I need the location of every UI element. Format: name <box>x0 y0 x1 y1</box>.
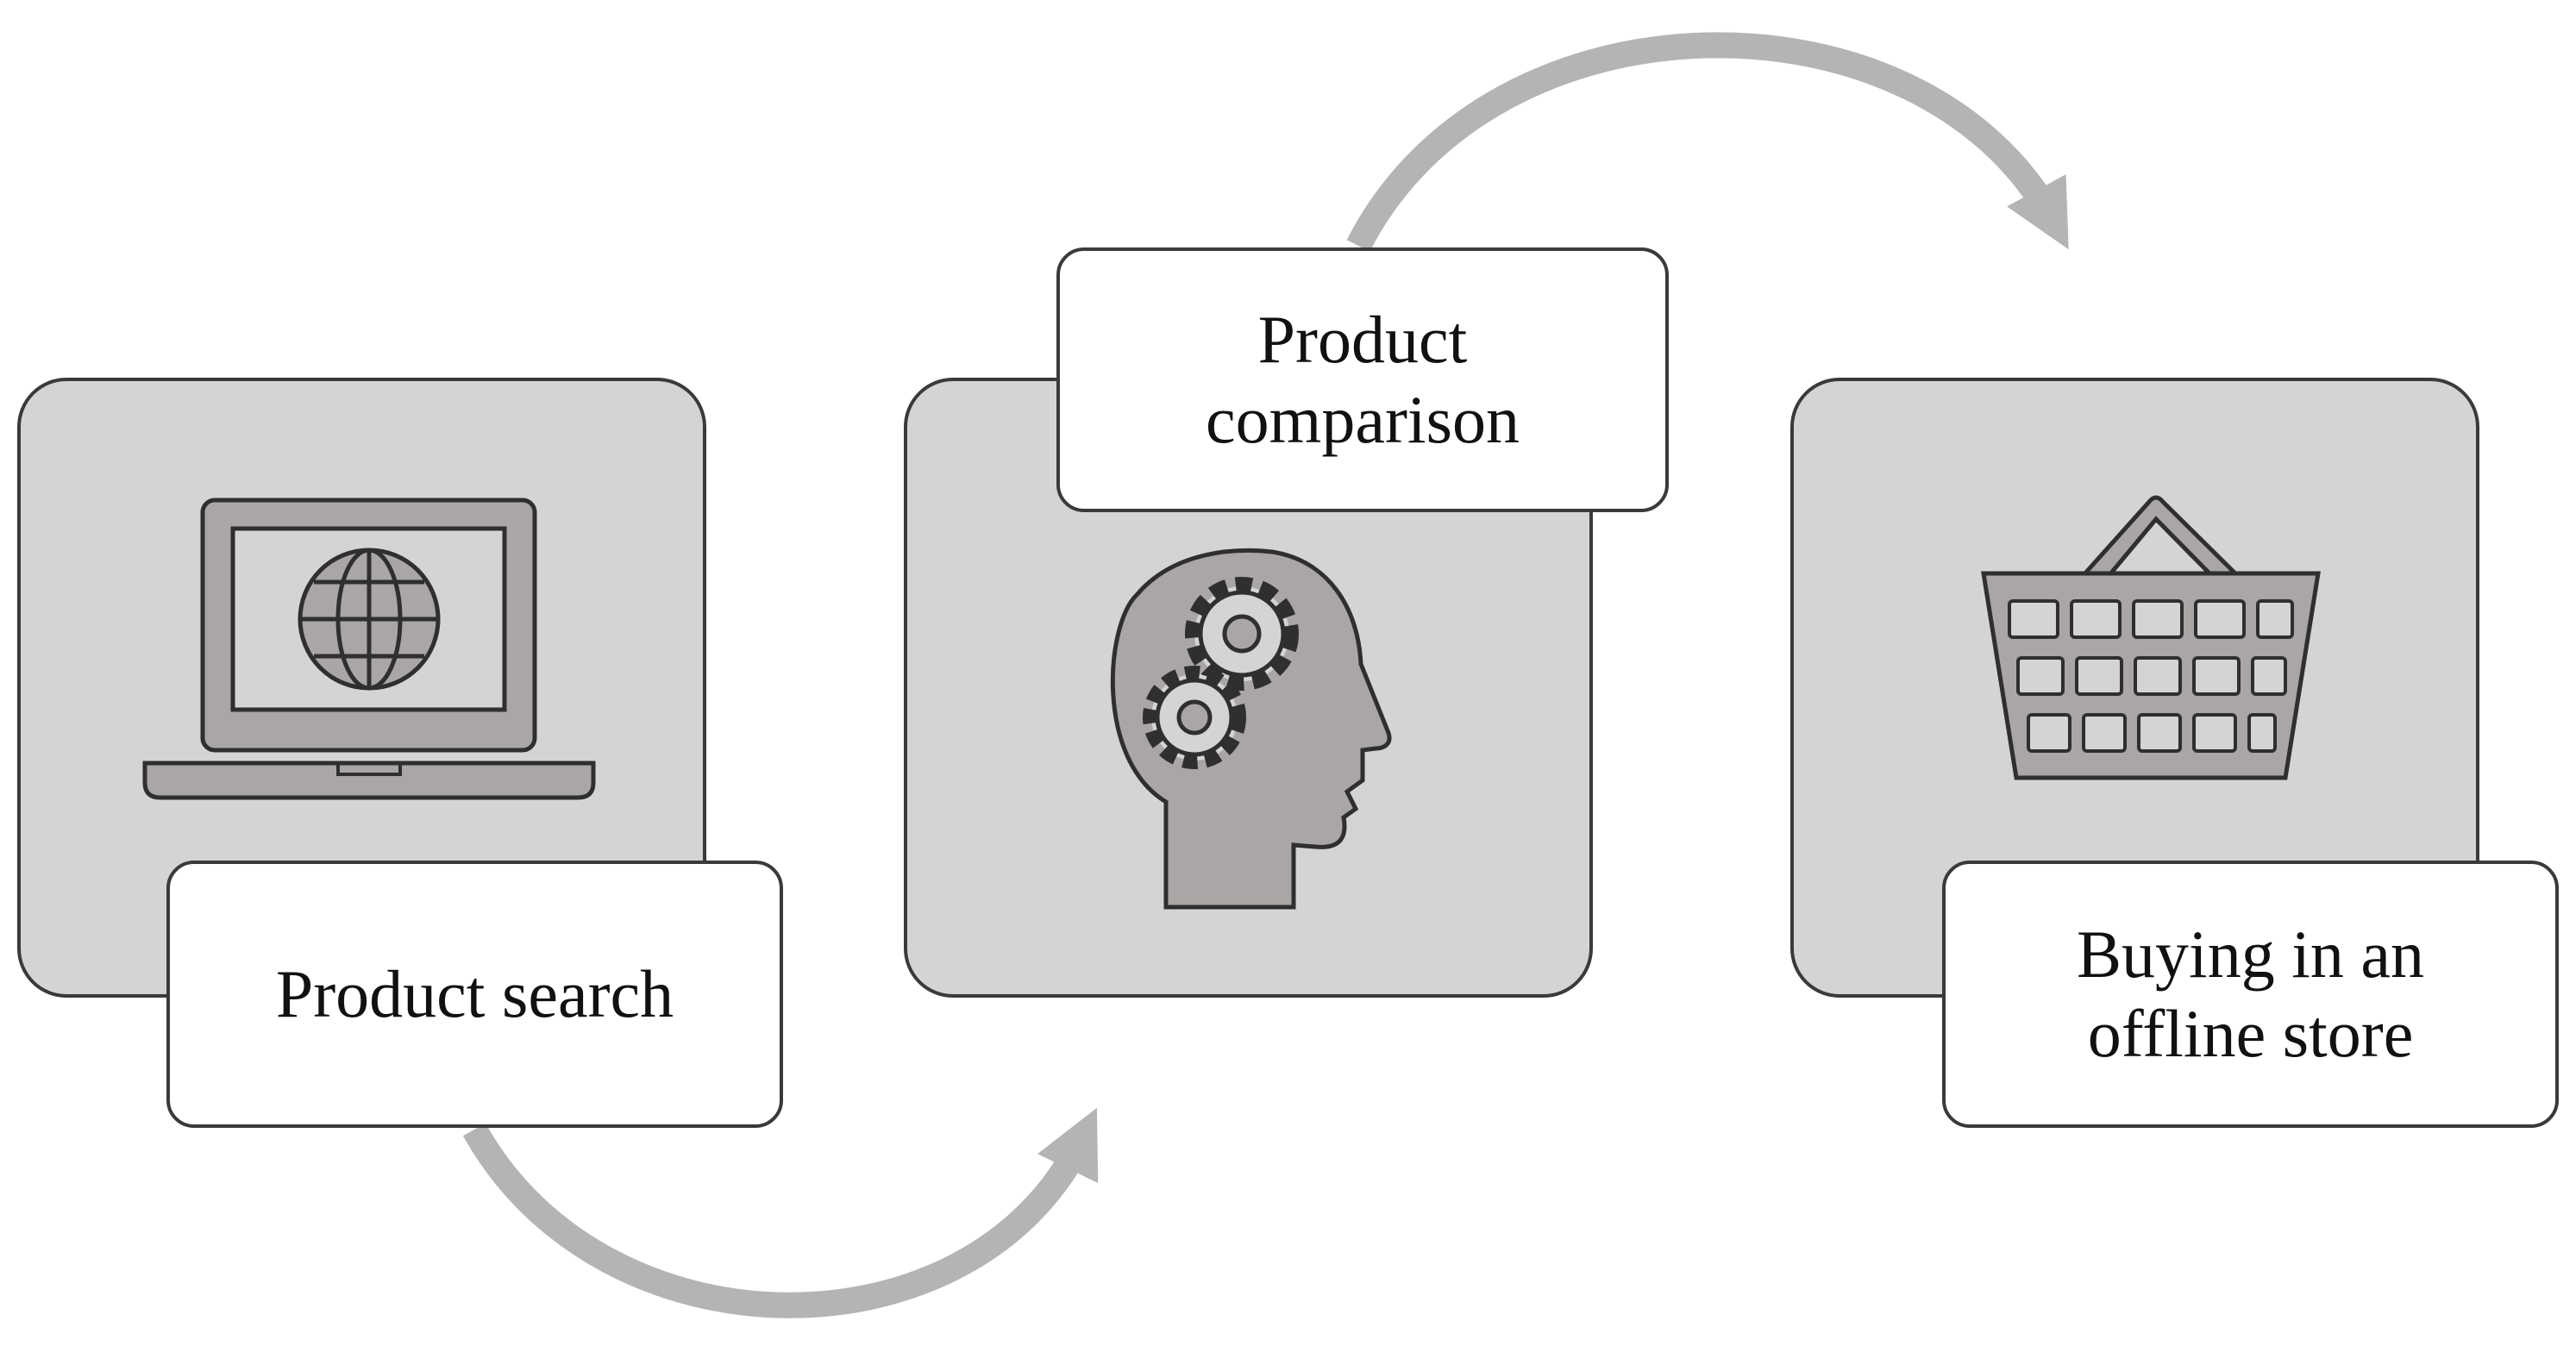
head-gears-icon <box>1110 548 1392 910</box>
shopping-basket-icon <box>1981 495 2321 780</box>
gear-icon <box>1185 577 1299 691</box>
gear-icon <box>1143 666 1246 769</box>
step-label-box-search: Product search <box>166 861 783 1128</box>
globe-icon <box>298 548 441 691</box>
step-label-search: Product search <box>275 955 674 1031</box>
curved-arrow-icon <box>1346 32 2069 252</box>
curved-arrow-icon <box>462 1107 1099 1318</box>
laptop-globe-icon <box>142 498 596 800</box>
